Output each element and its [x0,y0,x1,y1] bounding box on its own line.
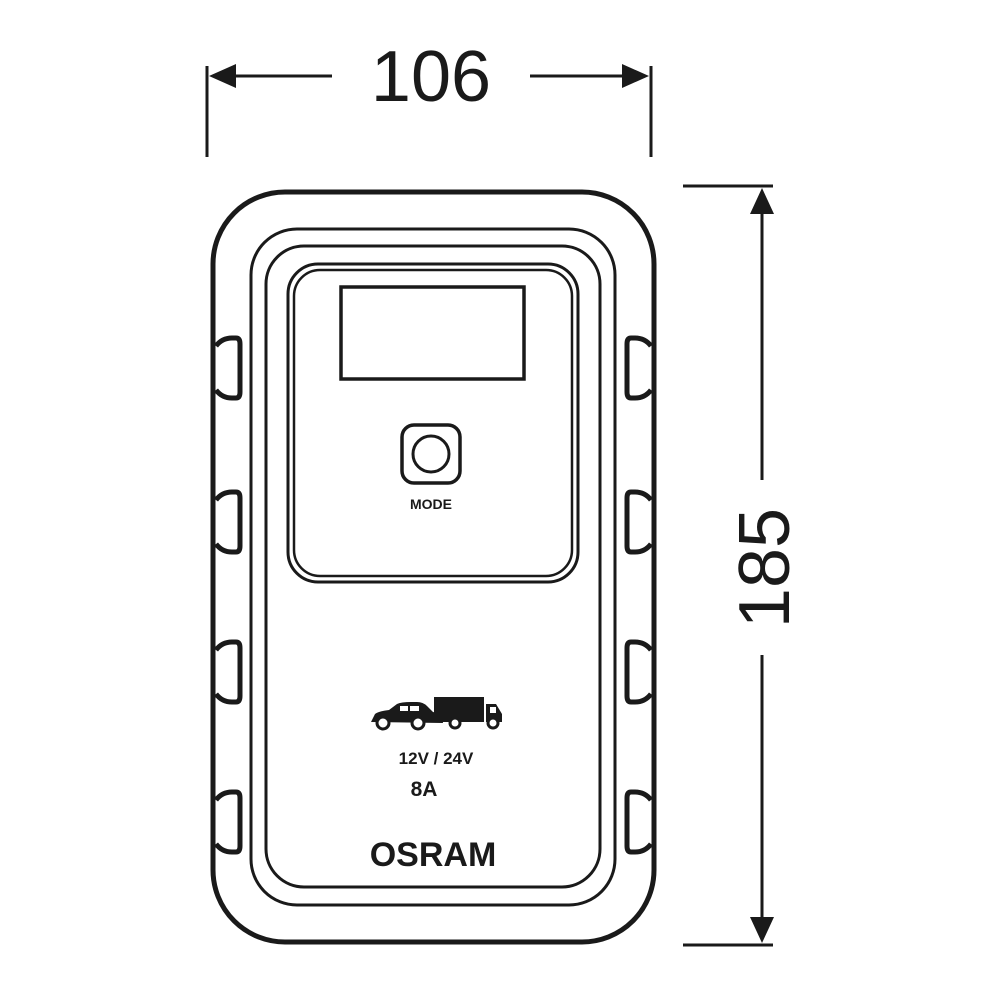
width-value: 106 [371,37,491,117]
clip-left-3 [214,639,243,705]
control-panel-outer [286,262,580,584]
left-clips [214,335,243,855]
clip-left-1 [214,335,243,401]
housing-inner-ring-1 [249,227,617,907]
clip-right-3 [624,639,653,705]
clip-right-1 [624,335,653,401]
width-dimension [205,64,653,157]
arrow-down-icon [750,917,774,943]
housing-inner-ring-2 [264,244,602,889]
clip-left-2 [214,489,243,555]
voltage-label: 12V / 24V [399,749,474,768]
charger-body [210,189,657,945]
mode-button[interactable] [400,423,462,485]
clip-right-2 [624,489,653,555]
mode-button-frame[interactable] [400,423,462,485]
arrow-left-icon [209,64,236,88]
height-dimension [683,184,774,947]
mode-button-circle-icon[interactable] [411,434,451,474]
car-icon [371,702,443,731]
current-label: 8A [411,778,438,801]
outer-housing [210,189,657,945]
control-panel-inner [292,268,574,578]
display-screen [339,285,526,381]
clip-left-4 [214,789,243,855]
right-clips [624,335,653,855]
height-value: 185 [725,508,805,628]
mode-label: MODE [410,496,452,512]
arrow-right-icon [622,64,649,88]
truck-icon [434,697,502,730]
brand-logo: OSRAM [370,836,497,874]
clip-right-4 [624,789,653,855]
arrow-up-icon [750,188,774,214]
